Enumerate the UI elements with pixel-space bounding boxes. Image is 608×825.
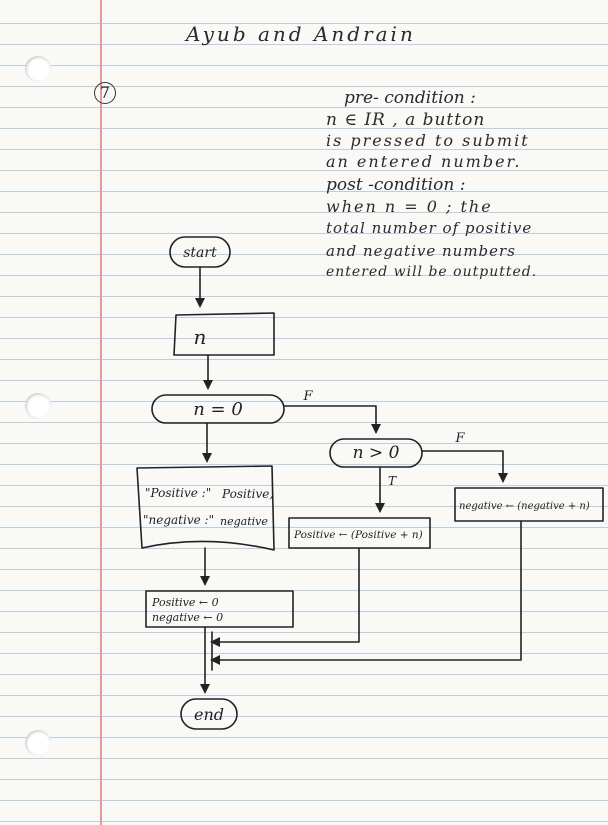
start-label: start — [183, 245, 217, 261]
process-negative-label: negative ← (negative + n) — [459, 501, 590, 512]
reset-line1: Positive ← 0 — [151, 596, 219, 609]
post-condition-line: total number of positive — [326, 219, 533, 237]
post-condition-line: entered will be outputted. — [326, 264, 538, 280]
reset-line2: negative ← 0 — [152, 611, 223, 624]
punch-hole-bottom — [25, 730, 51, 756]
decision2-true-label: T — [388, 474, 397, 488]
post-condition-line: when n = 0 ; the — [326, 197, 493, 216]
decision1-label: n = 0 — [193, 399, 243, 420]
connector-decision1-false — [283, 405, 381, 434]
decision-n-equals-zero — [151, 394, 285, 424]
input-box — [173, 312, 275, 356]
decision1-false-label: F — [302, 389, 313, 404]
input-label: n — [194, 325, 207, 349]
decision2-label: n > 0 — [353, 443, 400, 463]
decision2-false-label: F — [454, 431, 465, 446]
process-positive-label: Positive ← (Positive + n) — [293, 529, 423, 541]
output-line1-value: Positive, — [221, 487, 273, 501]
pre-condition-heading: pre- condition : — [344, 88, 476, 108]
end-terminator — [180, 698, 238, 730]
connector-positive-return — [210, 547, 360, 647]
decision-n-greater-zero — [329, 438, 423, 468]
reset-box — [145, 590, 294, 628]
margin-line — [100, 0, 102, 825]
connector-decision2-false — [421, 450, 508, 483]
punch-hole-middle — [25, 393, 51, 419]
output-line2-label: "negative :" — [143, 513, 214, 527]
problem-number: 7 — [94, 82, 116, 104]
punch-hole-top — [25, 56, 51, 82]
output-box — [136, 465, 275, 551]
process-negative-box — [454, 487, 604, 522]
pre-condition-line: n ∈ IR , a button — [326, 110, 486, 130]
post-condition-line: and negative numbers — [326, 242, 516, 260]
pre-condition-line: is pressed to submit — [326, 131, 530, 150]
post-condition-heading: post -condition : — [326, 175, 466, 195]
output-line2-value: negative — [220, 515, 268, 528]
end-label: end — [194, 705, 224, 724]
authors-heading: Ayub and Andrain — [186, 22, 416, 46]
pre-condition-line: an entered number. — [326, 152, 522, 171]
output-line1-label: "Positive :" — [145, 486, 211, 500]
connector-negative-return — [210, 520, 522, 665]
